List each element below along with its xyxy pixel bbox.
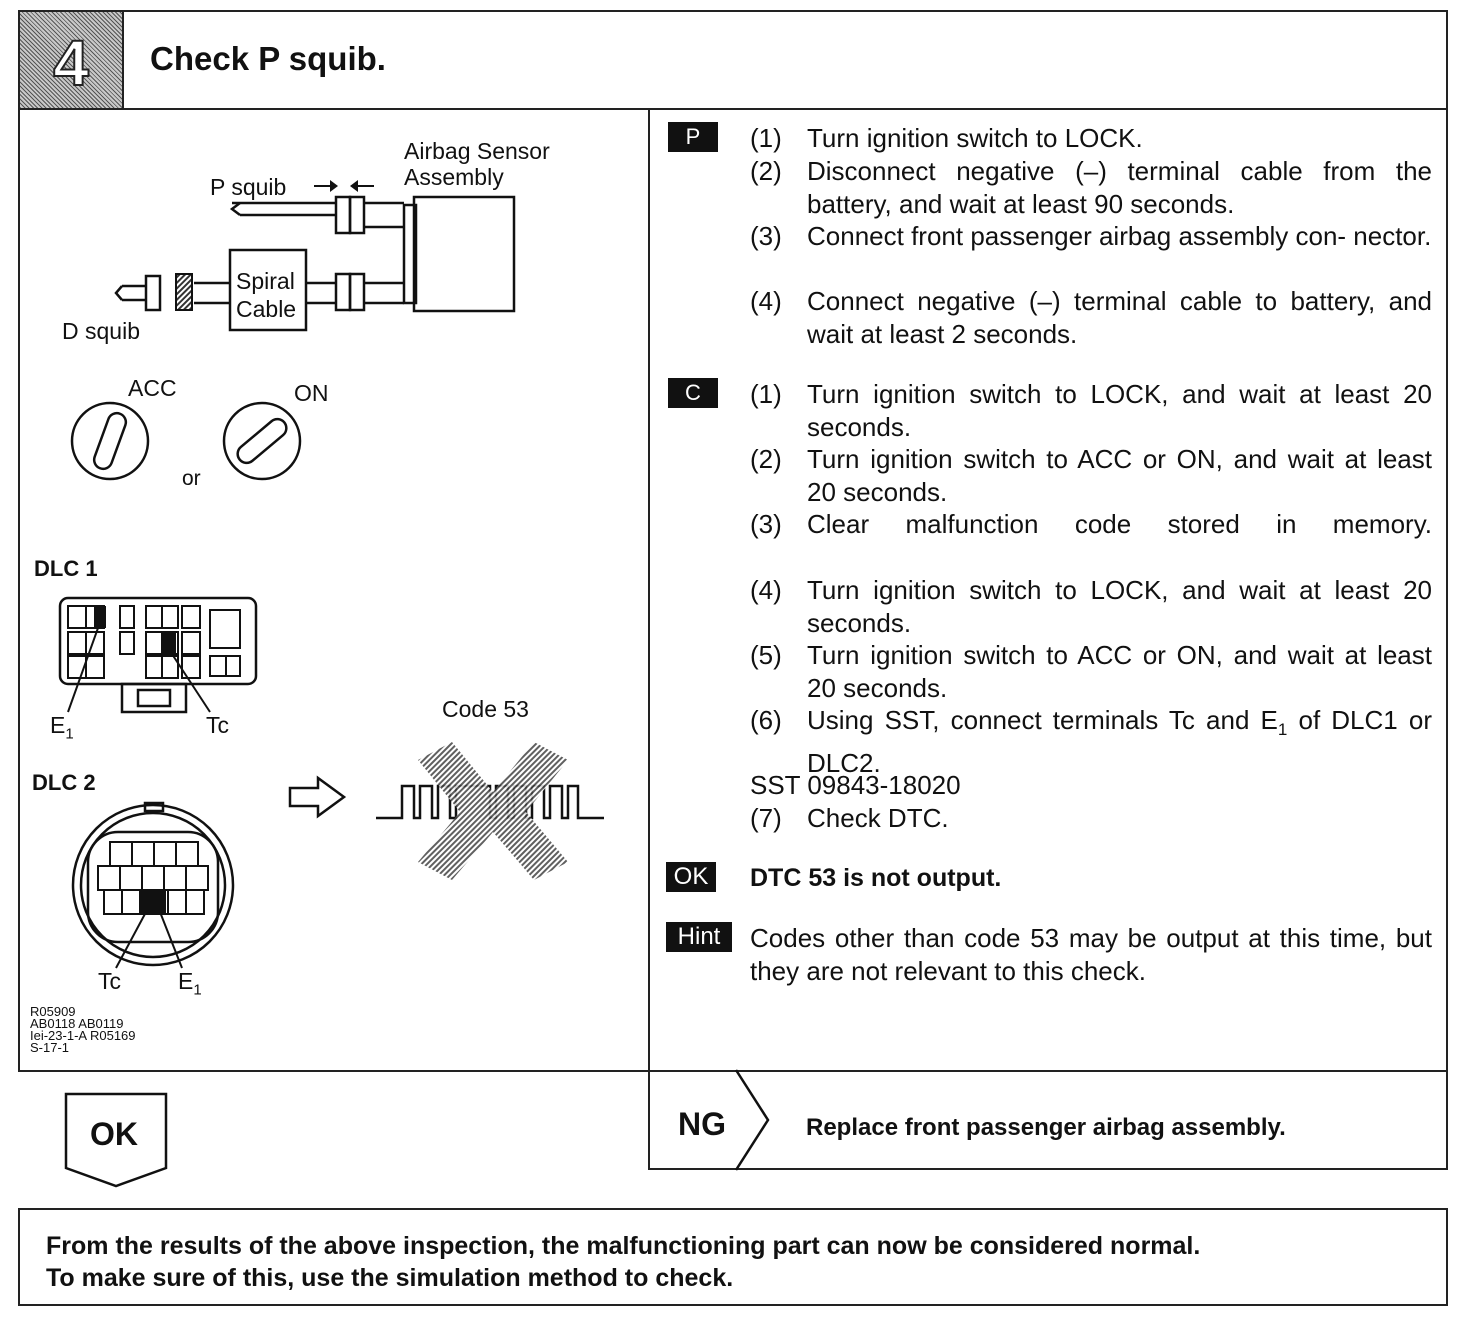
c-step-1: (1)Turn ignition switch to LOCK, and wai…	[750, 379, 1432, 442]
ok-outcome-shape	[64, 1092, 168, 1188]
tag-p: P	[668, 122, 718, 152]
d-squib-label: D squib	[62, 318, 140, 344]
c-step-2: (2)Turn ignition switch to ACC or ON, an…	[750, 444, 1432, 507]
tag-ok: OK	[666, 862, 716, 892]
ng-outcome-box	[648, 1070, 1448, 1170]
airbag-sensor-label-2: Assembly	[404, 164, 504, 190]
p-squib-label: P squib	[210, 174, 287, 200]
c-step-7: (7)Check DTC.	[750, 803, 949, 833]
dlc1-e1-label: E1	[50, 712, 74, 743]
p-step-3: (3)Connect front passenger airbag assemb…	[750, 221, 1432, 251]
sst-number: SST 09843-18020	[750, 770, 961, 800]
footer-line-1: From the results of the above inspection…	[46, 1232, 1201, 1260]
ok-result-text: DTC 53 is not output.	[750, 864, 1002, 892]
tag-hint: Hint	[666, 922, 732, 952]
acc-label: ACC	[128, 375, 177, 401]
page-title: Check P squib.	[150, 40, 386, 77]
dlc1-label: DLC 1	[34, 556, 98, 581]
spiral-cable-label: Spiral	[236, 268, 295, 294]
on-label: ON	[294, 380, 329, 406]
dlc2-label: DLC 2	[32, 770, 96, 795]
footer-line-2: To make sure of this, use the simulation…	[46, 1264, 734, 1292]
footer-note	[18, 1208, 1448, 1306]
wiring-diagram	[58, 180, 604, 969]
c-step-4: (4)Turn ignition switch to LOCK, and wai…	[750, 575, 1432, 638]
p-step-4: (4)Connect negative (–) terminal cable t…	[750, 286, 1432, 349]
code-53-label: Code 53	[442, 696, 529, 722]
step-number-badge: 4	[20, 12, 124, 108]
ng-outcome-label: NG	[678, 1106, 726, 1142]
c-step-5: (5)Turn ignition switch to ACC or ON, an…	[750, 640, 1432, 703]
airbag-sensor-label: Airbag Sensor	[404, 138, 550, 164]
spiral-cable-label-2: Cable	[236, 296, 297, 322]
reference-codes: R05909 AB0118 AB0119 Iei-23-1-A R05169 S…	[30, 1004, 136, 1055]
dlc1-tc-label: Tc	[206, 712, 229, 738]
hint-text: Codes other than code 53 may be output a…	[750, 923, 1432, 986]
tag-c: C	[668, 378, 718, 408]
ng-action-text: Replace front passenger airbag assembly.	[806, 1114, 1286, 1141]
c-step-6: (6)Using SST, connect terminals Tc and E…	[750, 705, 1432, 778]
p-step-1: (1)Turn ignition switch to LOCK.	[750, 123, 1143, 153]
dlc2-e1-label: E1	[178, 968, 202, 999]
c-step-3: (3)Clear malfunction code stored in memo…	[750, 509, 1432, 539]
ok-outcome-label: OK	[90, 1116, 138, 1152]
or-label: or	[182, 467, 201, 490]
p-step-2: (2)Disconnect negative (–) terminal cabl…	[750, 156, 1432, 219]
ng-chevron	[734, 1069, 770, 1171]
dlc2-tc-label: Tc	[98, 968, 121, 994]
step-number: 4	[52, 26, 90, 100]
